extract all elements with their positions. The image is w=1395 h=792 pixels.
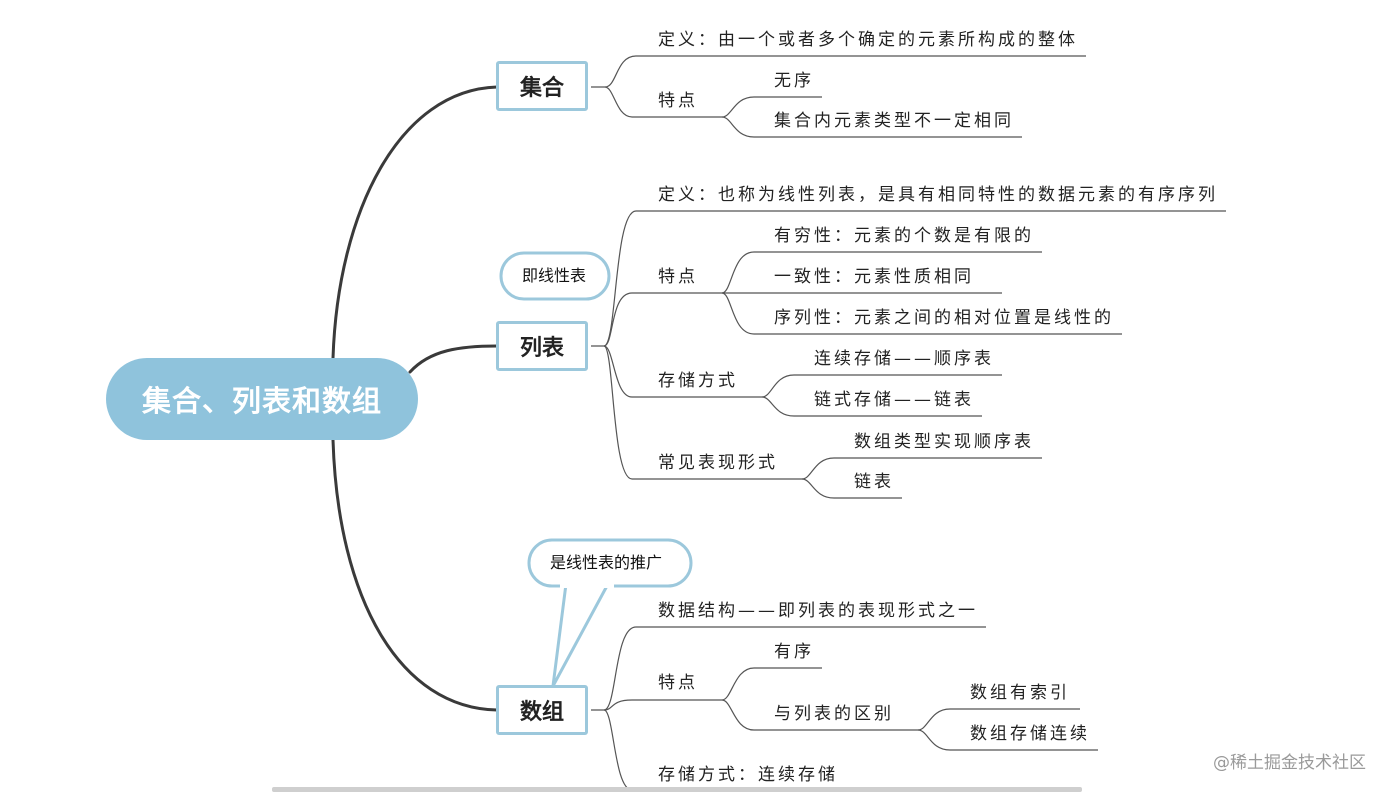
list-storage-item: 连续存储——顺序表: [814, 349, 994, 369]
list-form-item: 数组类型实现顺序表: [854, 432, 1034, 452]
set-definition: 定义：由一个或者多个确定的元素所构成的整体: [658, 30, 1078, 50]
horizontal-scrollbar[interactable]: [272, 787, 1082, 792]
list-feature-item: 序列性：元素之间的相对位置是线性的: [774, 308, 1114, 328]
trunk-set: [331, 85, 499, 360]
array-difference-label: 与列表的区别: [774, 704, 894, 724]
list-feature-item: 一致性：元素性质相同: [774, 267, 974, 287]
list-storage-item: 链式存储——链表: [814, 390, 974, 410]
callout-array-text: 是线性表的推广: [550, 553, 663, 572]
callout-bubble-list: [499, 251, 611, 301]
watermark: @稀土掘金技术社区: [1213, 753, 1366, 773]
callout-bubble-array: [527, 538, 693, 688]
array-difference-item: 数组存储连续: [970, 724, 1090, 744]
trunk-list: [408, 344, 499, 374]
array-storage: 存储方式：连续存储: [658, 765, 838, 785]
list-features-label: 特点: [658, 267, 698, 287]
list-form-item: 链表: [854, 472, 894, 492]
branch-list[interactable]: 列表: [496, 321, 588, 371]
array-structure: 数据结构——即列表的表现形式之一: [658, 601, 978, 621]
array-feature-ordered: 有序: [774, 642, 814, 662]
set-feature-item: 无序: [774, 71, 814, 91]
branch-array[interactable]: 数组: [496, 685, 588, 735]
set-feature-item: 集合内元素类型不一定相同: [774, 111, 1014, 131]
root-node[interactable]: 集合、列表和数组: [106, 358, 418, 440]
list-definition: 定义：也称为线性列表，是具有相同特性的数据元素的有序序列: [658, 185, 1218, 205]
callout-list-text: 即线性表: [522, 266, 587, 285]
list-storage-label: 存储方式: [658, 371, 738, 391]
list-forms-label: 常见表现形式: [658, 453, 778, 473]
array-difference-item: 数组有索引: [970, 683, 1070, 703]
branch-set[interactable]: 集合: [496, 61, 588, 111]
list-feature-item: 有穷性：元素的个数是有限的: [774, 226, 1034, 246]
trunk-array: [331, 438, 499, 712]
set-features-label: 特点: [658, 91, 698, 111]
array-features-label: 特点: [658, 673, 698, 693]
